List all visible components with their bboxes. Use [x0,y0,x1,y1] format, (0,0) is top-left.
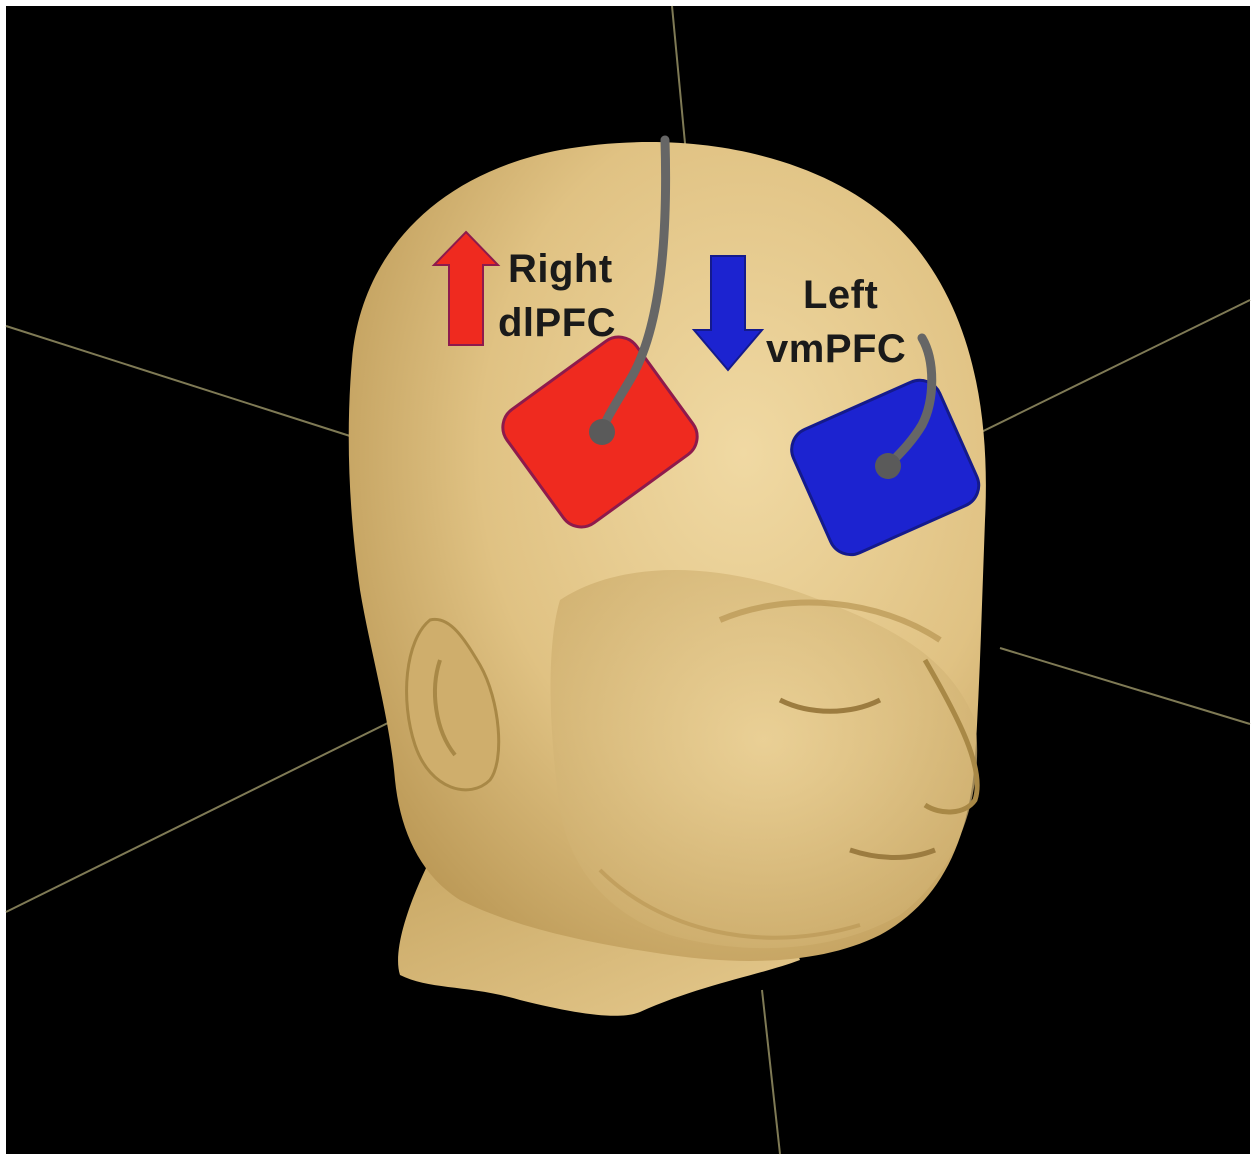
cathode-label-line2: vmPFC [766,327,906,371]
head-model [349,142,986,1016]
cathode-label-line1: Left [803,273,878,317]
anode-label-line2: dlPFC [498,301,616,345]
anode-connector [589,419,615,445]
cathode-connector [875,453,901,479]
anode-label-line1: Right [508,247,613,291]
